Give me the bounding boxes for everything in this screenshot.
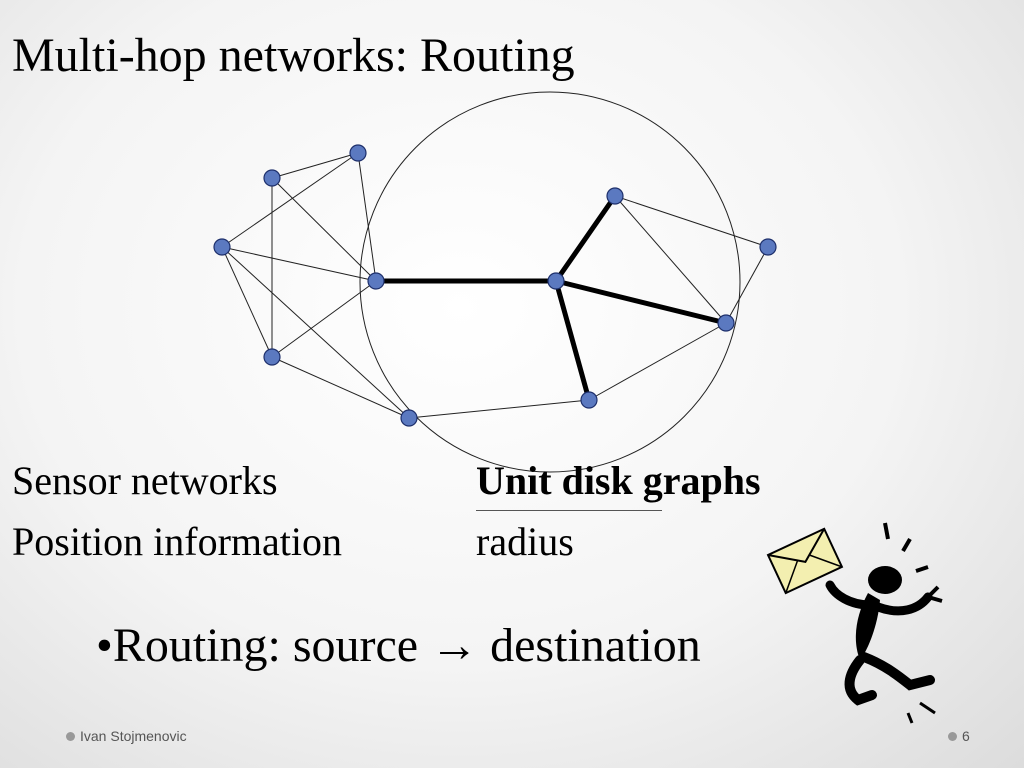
- graph-node-d: [263, 348, 281, 366]
- graph-edge-f-g: [614, 195, 769, 248]
- radius-divider: [476, 510, 662, 511]
- footer-author: Ivan Stojmenovic: [66, 728, 187, 744]
- graph-node-f: [606, 187, 624, 205]
- footer-author-name: Ivan Stojmenovic: [80, 728, 187, 744]
- routing-bullet: •Routing: source → destination: [96, 622, 701, 670]
- graph-node-j: [400, 409, 418, 427]
- route-edge-h-k: [553, 278, 592, 403]
- graph-edge-a-e: [271, 177, 377, 282]
- bullet-marker: •: [96, 619, 113, 672]
- graph-edge-a-b: [271, 152, 359, 179]
- stick-figure-icon: [766, 522, 943, 724]
- graph-node-e: [367, 272, 385, 290]
- bullet-text: Routing: source → destination: [112, 619, 701, 672]
- unit-disk-graphs-heading: Unit disk graphs: [476, 458, 761, 503]
- graph-edge-c-e: [221, 246, 377, 282]
- graph-edge-f-i: [614, 195, 727, 324]
- graph-edge-e-b: [357, 152, 377, 282]
- sensor-networks-label: Sensor networks: [12, 458, 278, 503]
- graph-edge-j-k: [408, 399, 590, 419]
- position-information-label: Position information: [12, 519, 342, 564]
- graph-edge-c-j: [221, 246, 410, 419]
- graph-edge-i-k: [588, 322, 727, 401]
- graph-edge-d-j: [271, 356, 410, 419]
- graph-node-g: [759, 238, 777, 256]
- graph-node-a: [263, 169, 281, 187]
- graph-nodes: [213, 144, 777, 427]
- graph-node-i: [717, 314, 735, 332]
- graph-edge-d-e: [271, 280, 377, 358]
- footer-bullet-icon: [66, 731, 75, 741]
- graph-edges: [221, 152, 769, 419]
- slide-title: Multi-hop networks: Routing: [12, 29, 575, 82]
- graph-node-b: [349, 144, 367, 162]
- graph-node-h: [547, 272, 565, 290]
- page-number: 6: [962, 728, 970, 744]
- route-edge-h-i: [553, 278, 729, 326]
- footer-bullet-icon: [948, 731, 957, 741]
- graph-node-k: [580, 391, 598, 409]
- graph-node-c: [213, 238, 231, 256]
- unit-disk-radius-circle: [359, 91, 741, 473]
- envelope-icon: [766, 527, 844, 595]
- graph-edge-c-d: [221, 246, 273, 358]
- route-edge-h-f: [553, 193, 618, 284]
- radius-label: radius: [476, 519, 574, 564]
- graph-edge-b-c: [221, 152, 359, 248]
- footer-page: 6: [948, 728, 970, 744]
- graph-highlight-edges: [373, 193, 729, 403]
- graph-edge-g-i: [725, 246, 769, 324]
